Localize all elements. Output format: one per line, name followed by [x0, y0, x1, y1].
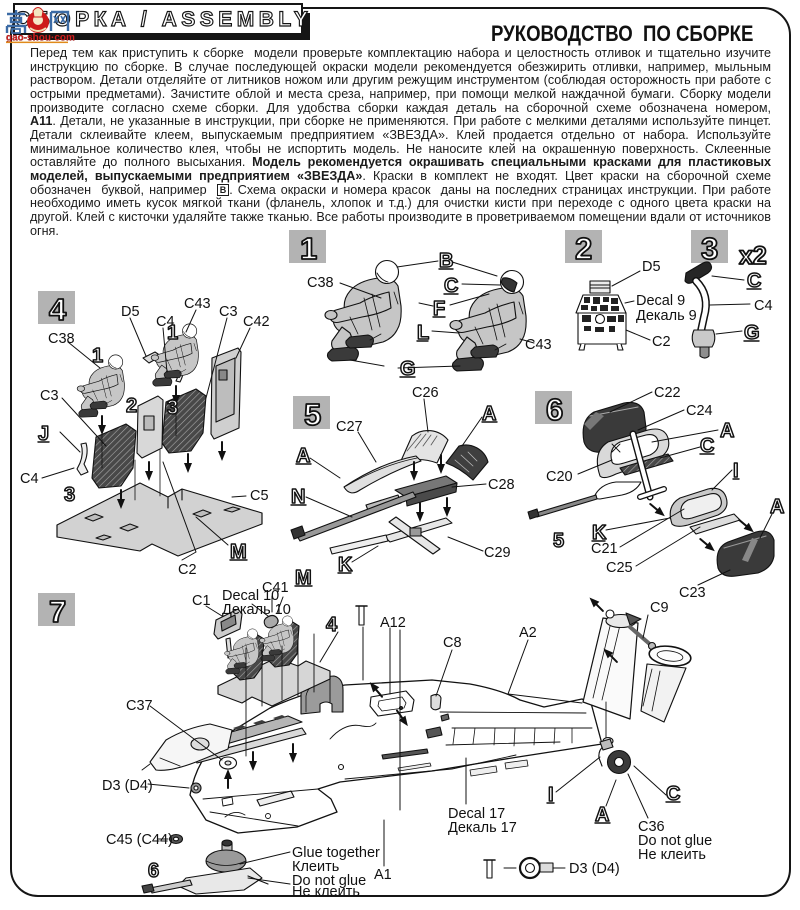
svg-text:C3: C3: [219, 304, 238, 320]
svg-text:Не клеить: Не клеить: [292, 884, 360, 900]
svg-text:C: C: [700, 435, 714, 457]
svg-text:Decal 17: Decal 17: [448, 806, 505, 822]
svg-text:C2: C2: [652, 334, 671, 350]
svg-text:Do not glue: Do not glue: [638, 833, 712, 849]
svg-text:Do not glue: Do not glue: [292, 873, 366, 889]
svg-text:B: B: [439, 250, 453, 272]
svg-text:C24: C24: [686, 403, 713, 419]
svg-text:D5: D5: [642, 259, 661, 275]
svg-text:C43: C43: [525, 337, 552, 353]
svg-text:C29: C29: [484, 545, 511, 561]
svg-text:C28: C28: [488, 477, 515, 493]
svg-text:C2: C2: [178, 562, 197, 578]
svg-text:C36: C36: [638, 819, 665, 835]
svg-text:A: A: [296, 445, 310, 467]
svg-text:C4: C4: [754, 298, 773, 314]
svg-text:C1: C1: [192, 593, 211, 609]
svg-text:C25: C25: [606, 560, 633, 576]
svg-text:A1: A1: [374, 867, 392, 883]
svg-text:2: 2: [575, 231, 592, 266]
svg-text:3: 3: [701, 231, 718, 266]
svg-text:A: A: [595, 804, 609, 826]
svg-text:6: 6: [148, 860, 159, 882]
svg-text:C23: C23: [679, 585, 706, 601]
svg-text:Decal 10: Decal 10: [222, 588, 279, 604]
svg-text:G: G: [744, 322, 760, 344]
svg-text:D5: D5: [121, 304, 140, 320]
svg-text:6: 6: [546, 392, 563, 427]
svg-text:K: K: [338, 554, 353, 576]
svg-text:4: 4: [326, 614, 338, 636]
svg-text:C: C: [747, 270, 761, 292]
svg-text:C3: C3: [40, 388, 59, 404]
svg-text:1: 1: [167, 322, 178, 344]
svg-text:A12: A12: [380, 615, 406, 631]
svg-text:4: 4: [49, 292, 67, 327]
svg-text:N: N: [291, 486, 305, 508]
svg-text:C8: C8: [443, 635, 462, 651]
svg-text:I: I: [733, 460, 739, 482]
svg-text:Клеить: Клеить: [292, 859, 339, 875]
svg-text:1: 1: [300, 231, 317, 266]
svg-text:L: L: [417, 322, 429, 344]
svg-text:x2: x2: [739, 242, 767, 270]
svg-text:J: J: [38, 423, 49, 445]
svg-text:C43: C43: [184, 296, 211, 312]
svg-text:A: A: [720, 420, 734, 442]
svg-text:M: M: [230, 541, 247, 563]
svg-text:C22: C22: [654, 385, 681, 401]
svg-text:1: 1: [92, 345, 103, 367]
svg-text:G: G: [400, 358, 416, 380]
svg-text:M: M: [295, 567, 312, 589]
svg-text:5: 5: [553, 530, 564, 552]
svg-text:C26: C26: [412, 385, 439, 401]
svg-text:C37: C37: [126, 698, 153, 714]
svg-text:C42: C42: [243, 314, 270, 330]
svg-text:C20: C20: [546, 469, 573, 485]
svg-text:Декаль 9: Декаль 9: [636, 308, 697, 324]
svg-text:gao-shou·com: gao-shou·com: [6, 33, 75, 44]
svg-text:C4: C4: [156, 314, 175, 330]
svg-text:Декаль 10: Декаль 10: [222, 602, 291, 618]
svg-text:I: I: [548, 784, 554, 806]
svg-text:C21: C21: [591, 541, 618, 557]
svg-text:C27: C27: [336, 419, 363, 435]
svg-text:K: K: [592, 522, 607, 544]
svg-text:D3 (D4): D3 (D4): [102, 778, 153, 794]
svg-text:5: 5: [304, 397, 321, 432]
svg-text:2: 2: [126, 395, 137, 417]
svg-text:A: A: [482, 403, 496, 425]
svg-text:Декаль 17: Декаль 17: [448, 820, 517, 836]
svg-text:C45 (C44): C45 (C44): [106, 832, 173, 848]
svg-text:C9: C9: [650, 600, 669, 616]
svg-text:3: 3: [64, 484, 75, 506]
svg-text:Не клеить: Не клеить: [638, 847, 706, 863]
svg-text:C5: C5: [250, 488, 269, 504]
svg-text:F: F: [433, 298, 445, 320]
svg-text:Decal 9: Decal 9: [636, 293, 685, 309]
svg-text:Glue together: Glue together: [292, 845, 380, 861]
svg-text:C38: C38: [307, 275, 334, 291]
svg-text:A2: A2: [519, 625, 537, 641]
svg-text:D3 (D4): D3 (D4): [569, 861, 620, 877]
svg-text:C38: C38: [48, 331, 75, 347]
svg-text:7: 7: [49, 594, 66, 629]
svg-text:3: 3: [167, 397, 178, 419]
svg-text:C: C: [444, 275, 458, 297]
svg-text:A: A: [770, 496, 784, 518]
svg-text:C4: C4: [20, 471, 39, 487]
svg-text:C41: C41: [262, 580, 289, 596]
svg-text:C: C: [666, 783, 680, 805]
